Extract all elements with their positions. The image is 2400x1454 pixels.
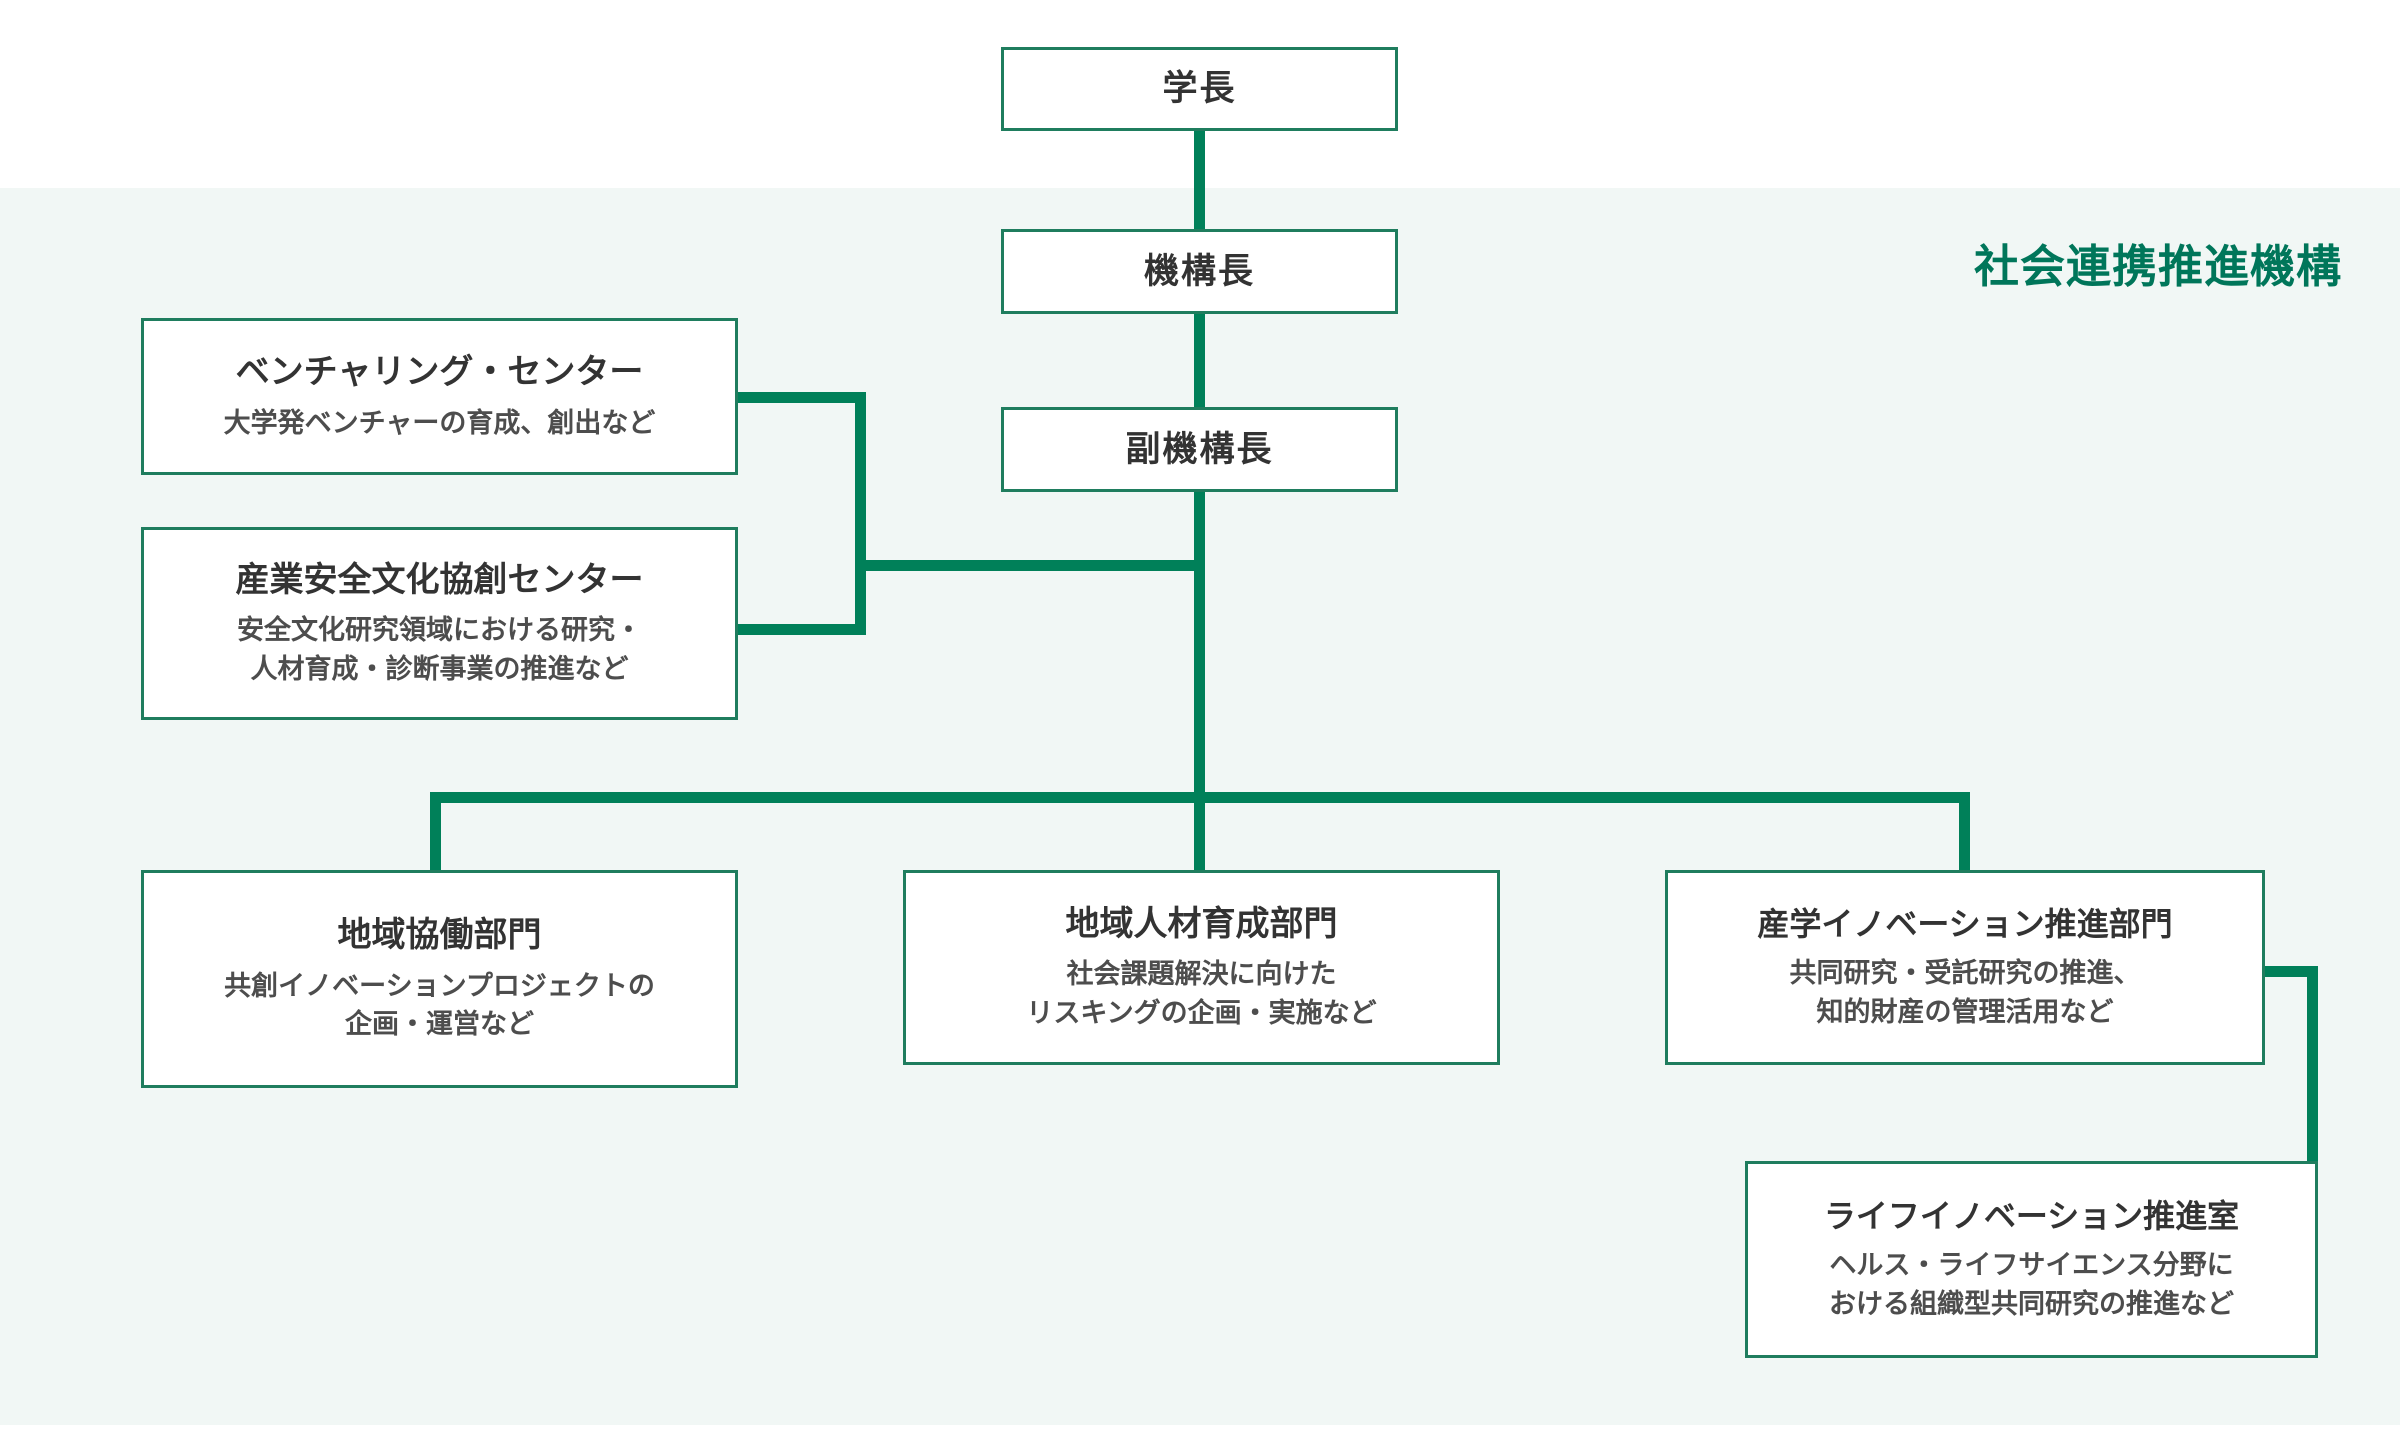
node-president-title: 学長 [1162, 69, 1237, 109]
connector-venturing-stub [735, 392, 866, 403]
node-venturing-center-desc: 大学発ベンチャーの育成、創出など [223, 407, 656, 438]
node-industrial-safety-center[interactable]: 産業安全文化協創センター 安全文化研究領域における研究・ 人材育成・診断事業の推… [141, 527, 738, 720]
connector-drop-industry-academia [1959, 792, 1970, 872]
connector-industry-to-life-drop [2307, 966, 2318, 1161]
node-director[interactable]: 機構長 [1001, 229, 1398, 314]
node-regional-collaboration-desc: 共創イノベーションプロジェクトの 企画・運営など [224, 970, 655, 1040]
node-vice-director-title: 副機構長 [1125, 429, 1274, 469]
node-president[interactable]: 学長 [1001, 47, 1398, 131]
connector-left-cluster-to-trunk [855, 560, 1200, 571]
node-regional-collaboration-title: 地域協働部門 [337, 916, 542, 955]
node-life-innovation-office-title: ライフイノベーション推進室 [1823, 1198, 2240, 1235]
node-industry-academia-innovation-desc: 共同研究・受託研究の推進、 知的財産の管理活用など [1789, 958, 2141, 1027]
node-regional-collaboration[interactable]: 地域協働部門 共創イノベーションプロジェクトの 企画・運営など [141, 870, 738, 1088]
node-industry-academia-innovation[interactable]: 産学イノベーション推進部門 共同研究・受託研究の推進、 知的財産の管理活用など [1665, 870, 2265, 1065]
node-industry-academia-innovation-title: 産学イノベーション推進部門 [1757, 906, 2173, 943]
connector-president-to-director [1194, 131, 1205, 229]
node-life-innovation-office[interactable]: ライフイノベーション推進室 ヘルス・ライフサイエンス分野に おける組織型共同研究… [1745, 1161, 2318, 1358]
node-life-innovation-office-desc: ヘルス・ライフサイエンス分野に おける組織型共同研究の推進など [1829, 1250, 2234, 1319]
connector-vice-director-trunk [1194, 492, 1205, 802]
node-industrial-safety-center-desc: 安全文化研究領域における研究・ 人材育成・診断事業の推進など [237, 615, 642, 684]
node-vice-director[interactable]: 副機構長 [1001, 407, 1398, 492]
connector-drop-regional-hr [1194, 792, 1205, 872]
node-regional-hr-development[interactable]: 地域人材育成部門 社会課題解決に向けた リスキングの企画・実施など [903, 870, 1500, 1065]
connector-director-to-vice-director [1194, 314, 1205, 413]
node-director-title: 機構長 [1143, 251, 1255, 291]
connector-drop-regional-collaboration [430, 792, 441, 872]
node-regional-hr-development-desc: 社会課題解決に向けた リスキングの企画・実施など [1026, 959, 1377, 1028]
connector-safety-stub [735, 624, 866, 635]
node-venturing-center[interactable]: ベンチャリング・センター 大学発ベンチャーの育成、創出など [141, 318, 738, 475]
connector-left-cluster-spine [855, 392, 866, 635]
node-venturing-center-title: ベンチャリング・センター [235, 353, 644, 392]
organization-title: 社会連携推進機構 [1973, 241, 2342, 292]
connector-industry-to-life-stub [2262, 966, 2318, 977]
node-regional-hr-development-title: 地域人材育成部門 [1065, 904, 1338, 943]
node-industrial-safety-center-title: 産業安全文化協創センター [235, 560, 644, 599]
